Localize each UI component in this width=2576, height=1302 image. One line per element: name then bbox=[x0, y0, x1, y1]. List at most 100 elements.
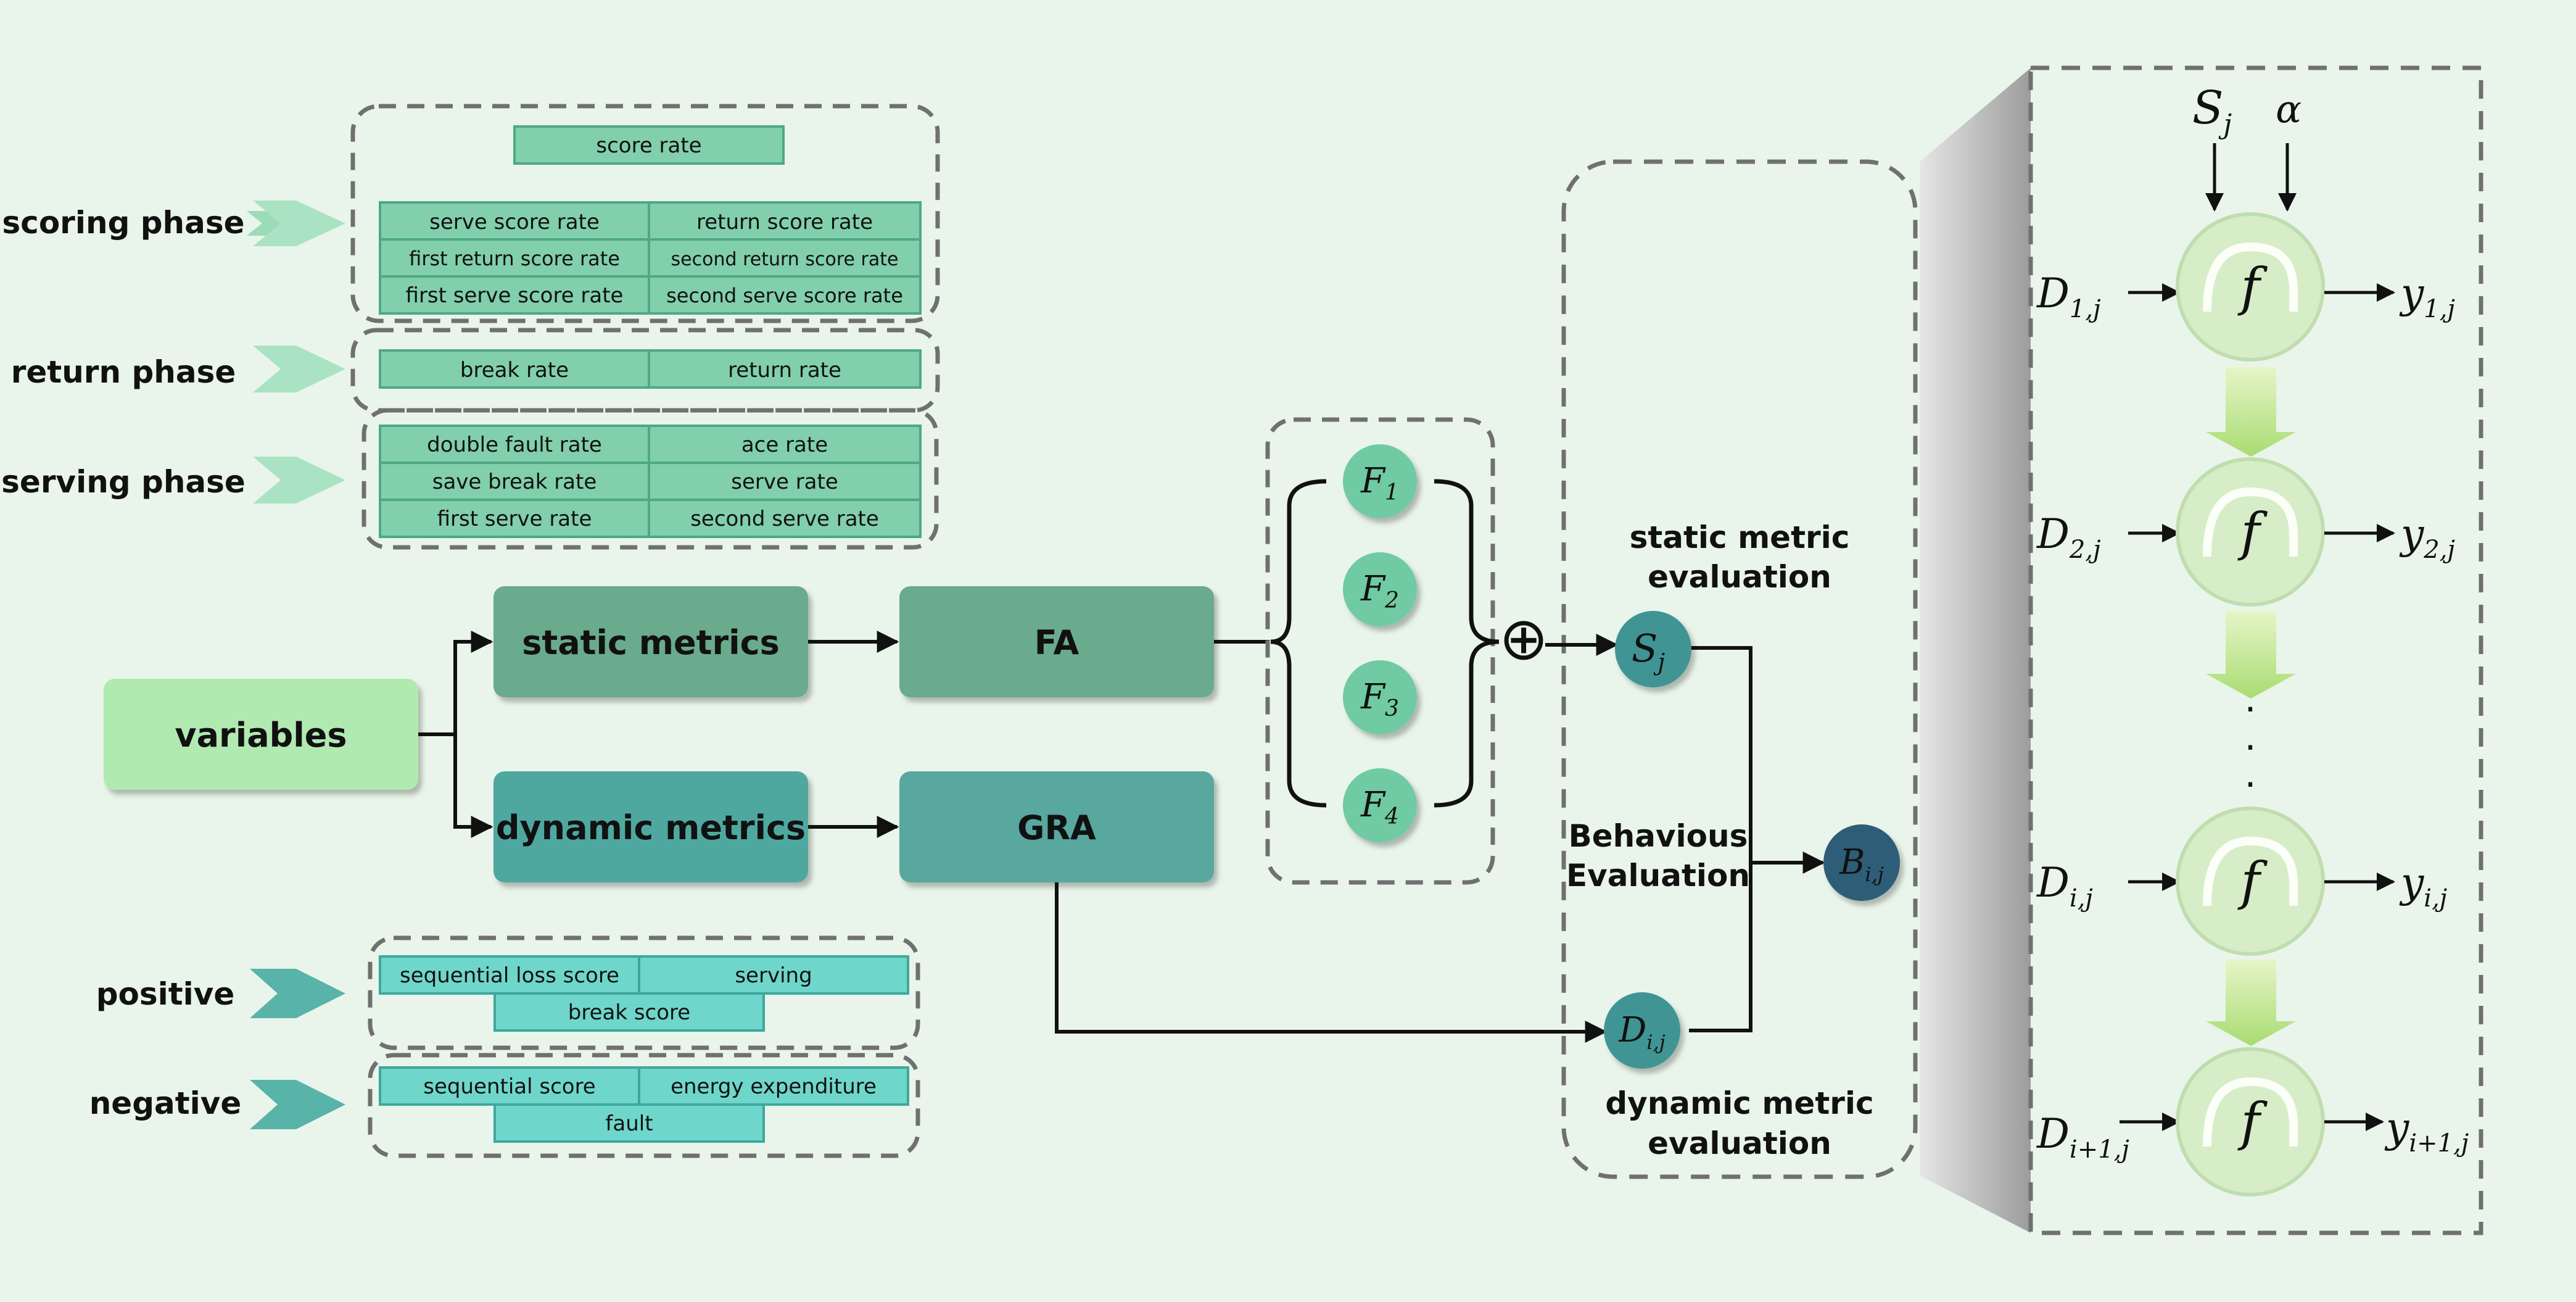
cell-row-1: D1,j f y1,j bbox=[2036, 212, 2455, 362]
return-cell-1 bbox=[648, 349, 922, 389]
serving-text-1-1: serve rate bbox=[731, 470, 838, 494]
svg-text:Di,j: Di,j bbox=[2036, 859, 2093, 913]
ellipsis-dot-3: · bbox=[2244, 763, 2256, 806]
f-cell-1-icon bbox=[2176, 212, 2325, 362]
alpha-label: α bbox=[2276, 86, 2301, 131]
svg-text:y2,j: y2,j bbox=[2399, 510, 2455, 564]
svg-text:Di,j: Di,j bbox=[1618, 1010, 1665, 1054]
return-phase-arrow-icon bbox=[253, 346, 345, 392]
serving-cell-0-0 bbox=[379, 425, 650, 464]
fa-text: FA bbox=[1034, 623, 1080, 662]
ellipsis-dot-1: · bbox=[2244, 688, 2256, 731]
scoring-text-0-1: return score rate bbox=[696, 210, 873, 234]
factor-f2: F2 bbox=[1343, 552, 1417, 626]
down-arrow-2-icon bbox=[2206, 611, 2296, 699]
variables-text: variables bbox=[175, 716, 347, 755]
behavious-eval-line1: Behavious bbox=[1569, 818, 1748, 854]
serving-group-frame bbox=[361, 408, 939, 550]
factor-f3: F3 bbox=[1343, 660, 1417, 734]
break-score-text: break score bbox=[568, 1000, 690, 1025]
svg-text:Di+1,j: Di+1,j bbox=[2036, 1110, 2129, 1164]
serving-cell-1-0 bbox=[379, 462, 650, 501]
return-cell-0 bbox=[379, 349, 650, 389]
serving-table: double fault rate ace rate save break ra… bbox=[379, 425, 922, 538]
variables-block bbox=[104, 679, 418, 790]
return-rate-text: return rate bbox=[728, 358, 841, 383]
negative-label: negative bbox=[89, 1085, 242, 1121]
behavious-eval-line2: Evaluation bbox=[1566, 858, 1750, 894]
serving-phase-arrow-icon bbox=[253, 457, 345, 504]
svg-text:F1: F1 bbox=[1360, 461, 1399, 505]
scoring-table: score rate serve score rate return score… bbox=[379, 125, 922, 315]
dynamic-eval-line2: evaluation bbox=[1648, 1126, 1831, 1161]
node-s: Sj bbox=[1615, 611, 1691, 687]
panel-perspective-shade bbox=[1920, 68, 2031, 1233]
serving-cell-2-0 bbox=[379, 499, 650, 538]
svg-text:F4: F4 bbox=[1360, 785, 1399, 829]
factor-group-frame bbox=[1265, 417, 1495, 885]
sum-icon: ⊕ bbox=[1499, 604, 1548, 673]
node-d: Di,j bbox=[1604, 992, 1680, 1069]
evaluation-group-frame bbox=[1561, 159, 1918, 1179]
gra-block bbox=[899, 771, 1214, 882]
scoring-cell-2-1 bbox=[648, 275, 922, 315]
serving-text-1-0: save break rate bbox=[432, 470, 597, 494]
cell-row-3: Di,j f yi,j bbox=[2036, 806, 2447, 956]
break-rate-text: break rate bbox=[460, 358, 569, 383]
svg-text:D2,j: D2,j bbox=[2036, 510, 2101, 564]
eval-connectors bbox=[1545, 634, 1825, 1032]
f-cell-4-icon bbox=[2176, 1047, 2325, 1196]
scoring-text-0-0: serve score rate bbox=[429, 210, 600, 234]
positive-table: sequential loss score serving break scor… bbox=[379, 955, 909, 1032]
svg-text:D1,j: D1,j bbox=[2036, 270, 2101, 323]
scoring-cell-1-0 bbox=[379, 238, 650, 278]
scoring-phase-arrow-icon bbox=[247, 201, 345, 246]
score-rate-cell bbox=[513, 125, 785, 165]
dynamic-metrics-block bbox=[493, 771, 808, 882]
return-table: break rate return rate bbox=[379, 349, 922, 389]
positive-cell-2 bbox=[493, 992, 765, 1032]
factor-braces bbox=[1270, 479, 1500, 808]
scoring-cell-2-0 bbox=[379, 275, 650, 315]
dynamic-metrics-text: dynamic metrics bbox=[496, 808, 806, 847]
down-arrow-3-icon bbox=[2206, 960, 2296, 1046]
svg-text:yi+1,j: yi+1,j bbox=[2384, 1104, 2469, 1158]
negative-cell-0 bbox=[379, 1066, 640, 1106]
down-arrow-1-icon bbox=[2206, 367, 2296, 457]
cell-row-2: D2,j f y2,j bbox=[2036, 457, 2455, 607]
svg-text:y1,j: y1,j bbox=[2399, 270, 2455, 323]
variables-connectors bbox=[418, 631, 1608, 1043]
static-metrics-block bbox=[493, 586, 808, 697]
energy-expenditure-text: energy expenditure bbox=[671, 1074, 877, 1099]
scoring-text-1-1: second return score rate bbox=[671, 249, 899, 270]
factor-f1: F1 bbox=[1343, 444, 1417, 518]
negative-arrow-icon bbox=[250, 1080, 345, 1129]
serving-text-0-0: double fault rate bbox=[427, 433, 602, 457]
static-eval-line2: evaluation bbox=[1648, 559, 1831, 595]
recurrent-panel-frame bbox=[2028, 65, 2483, 1235]
svg-text:F3: F3 bbox=[1360, 677, 1399, 721]
negative-cell-1 bbox=[638, 1066, 909, 1106]
serving-phase-label: serving phase bbox=[1, 464, 246, 500]
scoring-phase-label: scoring phase bbox=[2, 205, 244, 241]
serving-text-0-1: ace rate bbox=[741, 433, 828, 457]
svg-text:F2: F2 bbox=[1360, 569, 1399, 613]
positive-label: positive bbox=[96, 976, 235, 1012]
negative-group-frame bbox=[368, 1053, 920, 1158]
scoring-group-frame bbox=[350, 104, 940, 323]
gra-text: GRA bbox=[1017, 808, 1096, 847]
f-cell-3-icon bbox=[2176, 806, 2325, 956]
static-metrics-text: static metrics bbox=[522, 623, 780, 662]
negative-cell-2 bbox=[493, 1103, 765, 1143]
fa-block bbox=[899, 586, 1214, 697]
top-s-label: Sj bbox=[2192, 81, 2232, 140]
node-b: Bi,j bbox=[1823, 824, 1900, 901]
svg-text:Bi,j: Bi,j bbox=[1839, 842, 1884, 886]
factor-f4: F4 bbox=[1343, 768, 1417, 842]
serving-cell-2-1 bbox=[648, 499, 922, 538]
fault-text: fault bbox=[605, 1111, 653, 1136]
static-eval-line1: static metric bbox=[1630, 520, 1850, 555]
serving-text: serving bbox=[735, 963, 812, 988]
